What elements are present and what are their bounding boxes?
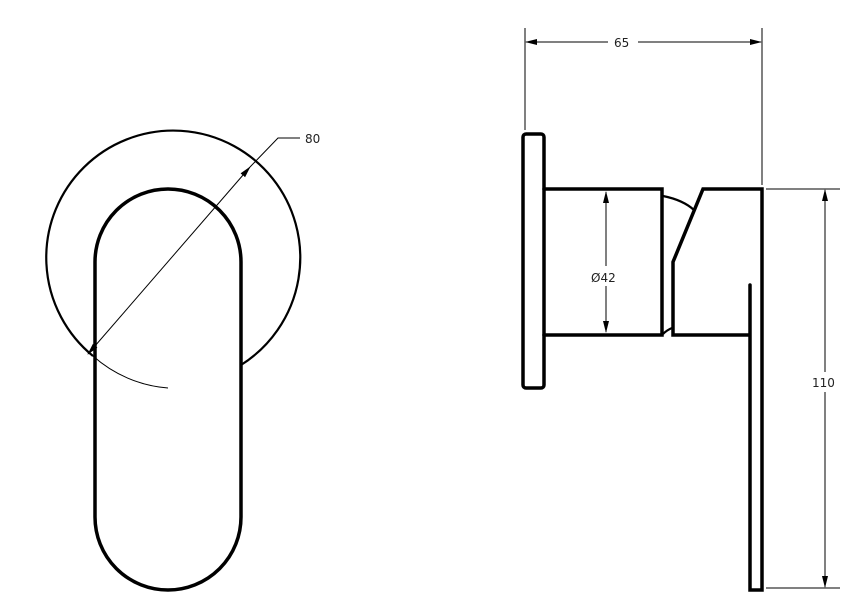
lever-outline [671, 187, 764, 592]
side-view: Ø42 65 110 [521, 28, 842, 592]
wall-flange [521, 132, 546, 390]
depth-label: 65 [614, 36, 629, 50]
body-dome-arc [662, 194, 695, 211]
handle-outline [93, 187, 243, 592]
escutcheon-plate-outline [45, 129, 302, 366]
body-diameter-label: Ø42 [591, 271, 616, 285]
diameter-leader [249, 137, 300, 168]
front-view: 80 [45, 129, 320, 592]
diameter-label: 80 [305, 132, 320, 146]
height-label: 110 [812, 376, 835, 390]
body-dome-arc-bottom [662, 326, 673, 335]
hidden-plate-arc [92, 355, 169, 389]
valve-body [542, 187, 664, 337]
diameter-dimension-line [87, 166, 251, 355]
